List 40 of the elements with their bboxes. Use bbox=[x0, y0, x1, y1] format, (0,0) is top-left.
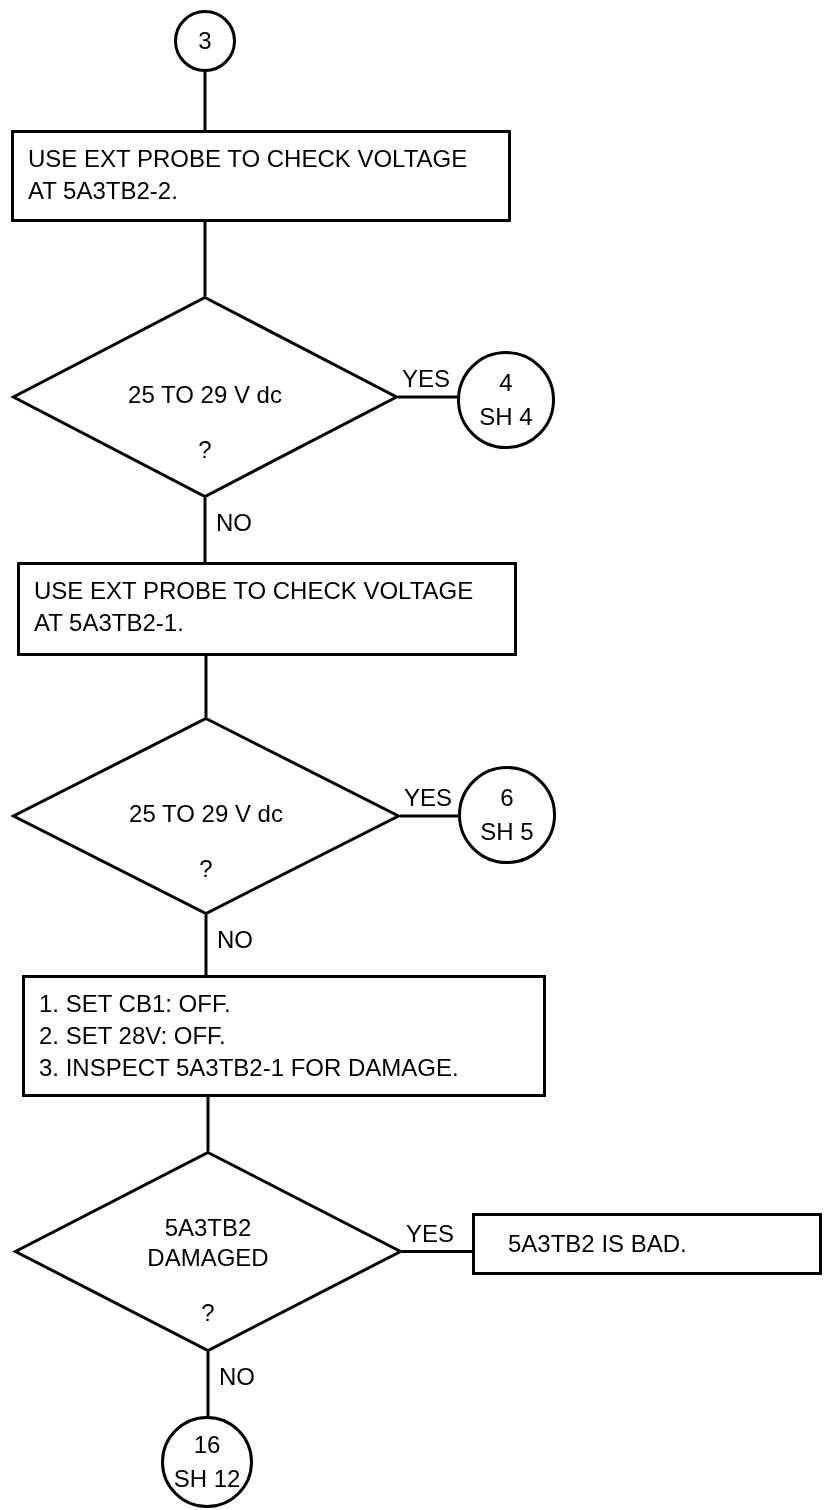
connector-label: 16 bbox=[193, 1430, 221, 1460]
step-text: 1. SET CB1: OFF. bbox=[39, 989, 232, 1019]
process-box bbox=[17, 562, 517, 656]
connector-line bbox=[203, 72, 207, 130]
question-mark: ? bbox=[197, 435, 213, 465]
decision-text: 25 TO 29 V dc bbox=[127, 380, 283, 410]
connector-label: SH 4 bbox=[479, 402, 533, 432]
connector-circle bbox=[457, 351, 555, 449]
step-text: 3. INSPECT 5A3TB2-1 FOR DAMAGE. bbox=[39, 1053, 460, 1083]
decision-diamond bbox=[12, 296, 398, 498]
decision-diamond bbox=[12, 717, 400, 915]
connector-line bbox=[402, 1250, 472, 1253]
connector-label: 6 bbox=[500, 783, 514, 813]
process-box bbox=[11, 130, 511, 222]
decision-text: 5A3TB2 DAMAGED bbox=[146, 1213, 270, 1273]
connector-label: SH 12 bbox=[173, 1464, 241, 1494]
step-text: USE EXT PROBE TO CHECK VOLTAGE AT 5A3TB2-2. bbox=[28, 144, 469, 206]
connector-line bbox=[204, 915, 208, 975]
step-text: 5A3TB2 IS BAD. bbox=[508, 1229, 687, 1259]
connector-circle bbox=[458, 766, 556, 864]
connector-line bbox=[203, 222, 207, 296]
connector-line bbox=[206, 1097, 210, 1151]
question-mark: ? bbox=[198, 854, 214, 884]
connector-line bbox=[204, 656, 208, 717]
connector-line bbox=[206, 1352, 210, 1416]
step-text: USE EXT PROBE TO CHECK VOLTAGE AT 5A3TB2-1. bbox=[34, 576, 475, 638]
decision-diamond bbox=[14, 1151, 402, 1352]
connector-line bbox=[398, 395, 457, 399]
step-text: 2. SET 28V: OFF. bbox=[39, 1021, 227, 1051]
connector-line bbox=[203, 498, 207, 562]
connector-label: SH 5 bbox=[480, 817, 534, 847]
connector-label: 3 bbox=[198, 26, 212, 56]
process-box bbox=[22, 975, 546, 1097]
connector-label: 4 bbox=[499, 368, 513, 398]
question-mark: ? bbox=[200, 1298, 216, 1328]
connector-circle bbox=[161, 1416, 253, 1508]
process-box bbox=[472, 1213, 822, 1275]
connector-line bbox=[400, 814, 458, 818]
decision-text: 25 TO 29 V dc bbox=[128, 799, 284, 829]
connector-circle bbox=[174, 10, 236, 72]
